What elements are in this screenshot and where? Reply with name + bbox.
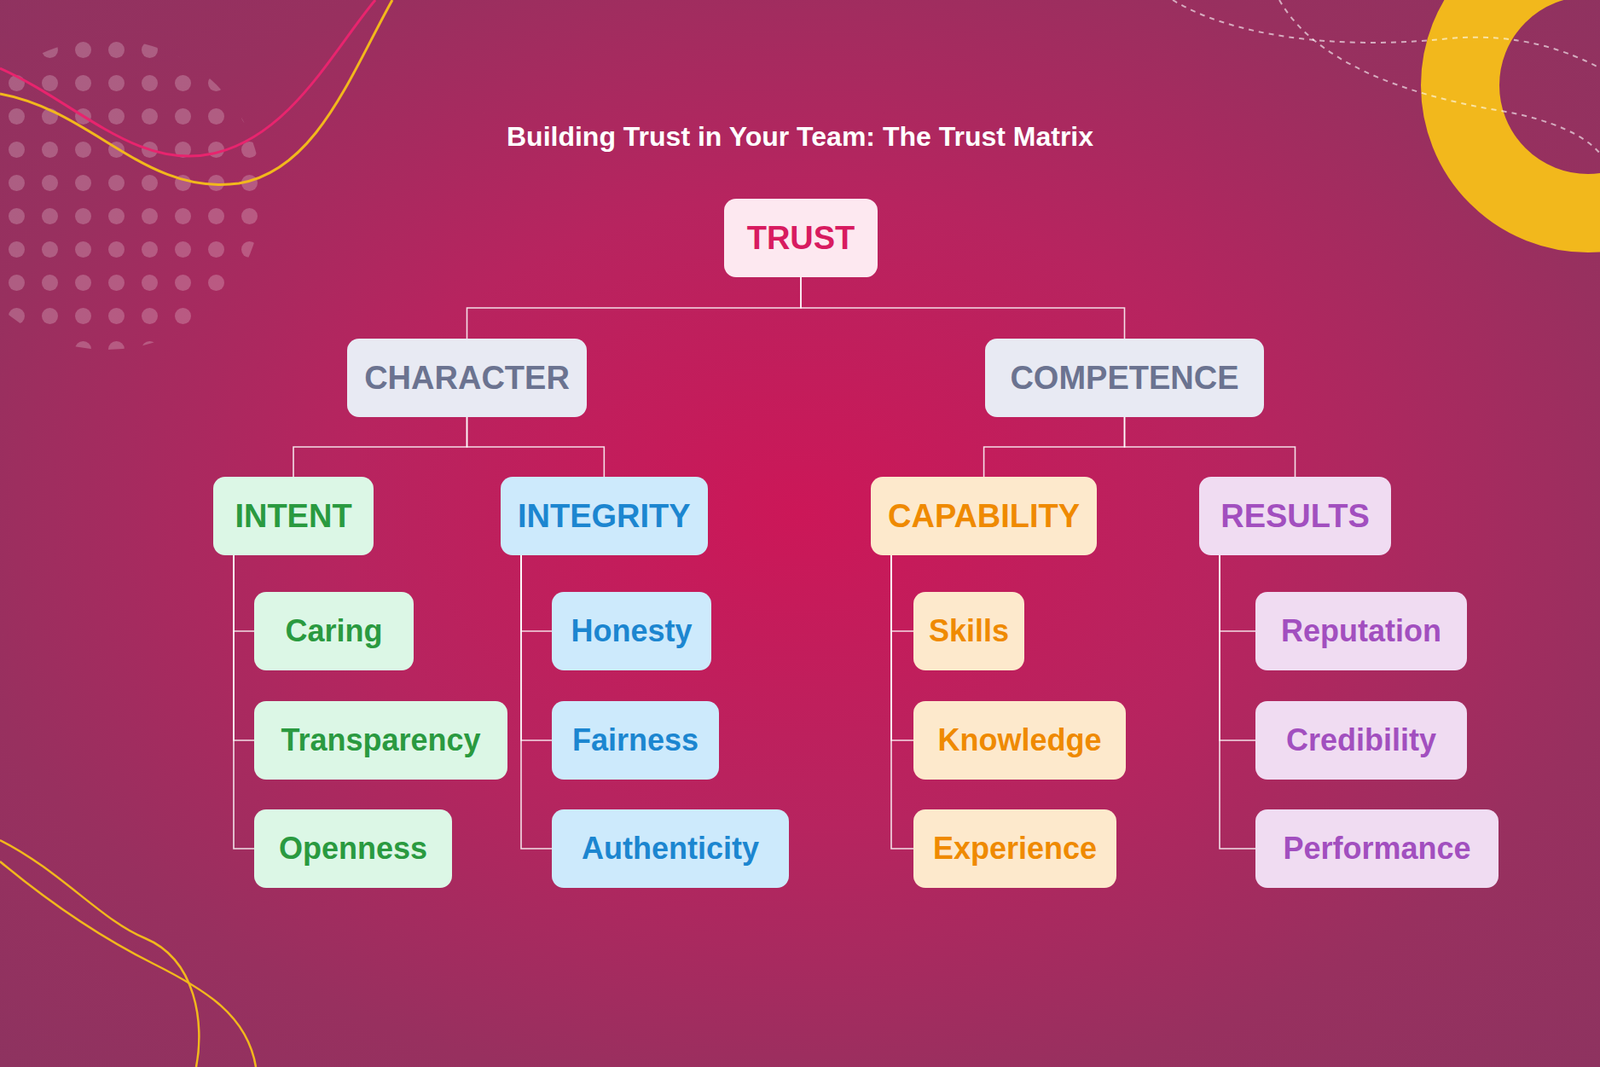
dashed-curve — [1172, 0, 1600, 69]
node-label: Reputation — [1281, 613, 1442, 650]
tree-connector — [1219, 555, 1256, 741]
node-label: TRUST — [747, 220, 856, 257]
dimension-box: RESULTS — [1199, 476, 1392, 556]
yellow-ring — [1460, 0, 1600, 214]
node-label: Experience — [933, 830, 1097, 867]
node-label: CAPABILITY — [887, 498, 1080, 535]
tree-connector — [891, 555, 914, 849]
tree-connector — [891, 555, 914, 741]
top-box: TRUST — [724, 198, 878, 278]
node-label: COMPETENCE — [1009, 359, 1239, 397]
tree-connector — [293, 417, 468, 477]
tree-connector — [521, 555, 552, 741]
trait-box: Knowledge — [913, 701, 1126, 780]
trait-box: Performance — [1255, 809, 1499, 888]
title: Building Trust in Your Team: The Trust M… — [0, 121, 1600, 153]
trait-box: Transparency — [254, 701, 508, 780]
node-label: Knowledge — [937, 722, 1102, 759]
trait-box: Experience — [913, 809, 1117, 888]
dashed-curve — [1279, 0, 1600, 154]
tree-connector — [1219, 555, 1256, 632]
tree-connector — [1219, 555, 1256, 849]
dimension-box: INTEGRITY — [500, 476, 708, 556]
trait-box: Openness — [254, 809, 453, 888]
node-label: Performance — [1282, 830, 1471, 867]
trait-box: Honesty — [551, 591, 712, 671]
trait-box: Fairness — [551, 701, 719, 780]
tree-connector — [521, 555, 552, 632]
tree-connector — [1124, 417, 1296, 477]
wave-line — [0, 0, 376, 157]
node-label: RESULTS — [1220, 498, 1370, 535]
wave-line — [0, 840, 199, 1067]
trait-box: Skills — [913, 591, 1025, 671]
category-box: CHARACTER — [347, 338, 587, 418]
tree-connector — [233, 555, 255, 632]
tree-connector — [891, 555, 914, 632]
node-label: Caring — [284, 613, 383, 650]
category-box: COMPETENCE — [985, 338, 1264, 418]
node-label: INTEGRITY — [517, 498, 691, 535]
node-label: Fairness — [572, 722, 699, 759]
node-label: CHARACTER — [364, 359, 570, 397]
trait-box: Reputation — [1255, 591, 1467, 671]
wave-line — [0, 861, 256, 1067]
tree-connector — [233, 555, 255, 741]
node-label: INTENT — [234, 498, 352, 535]
node-label: Credibility — [1286, 722, 1437, 759]
trait-box: Credibility — [1255, 701, 1467, 780]
node-label: Openness — [278, 830, 428, 867]
tree-connector — [984, 417, 1125, 477]
node-label: Transparency — [280, 722, 481, 759]
dimension-box: CAPABILITY — [870, 476, 1097, 556]
trait-box: Caring — [254, 591, 414, 671]
node-label: Authenticity — [581, 830, 760, 867]
node-label: Honesty — [570, 613, 692, 650]
wave-line — [0, 0, 393, 186]
tree-connector — [233, 555, 255, 849]
tree-connector — [467, 277, 802, 339]
trait-box: Authenticity — [551, 809, 789, 888]
dot-pattern — [0, 34, 273, 359]
tree-connector — [800, 277, 1125, 339]
dimension-box: INTENT — [213, 476, 374, 556]
node-label: Skills — [928, 613, 1009, 650]
tree-connector — [467, 417, 605, 477]
tree-connector — [521, 555, 552, 849]
